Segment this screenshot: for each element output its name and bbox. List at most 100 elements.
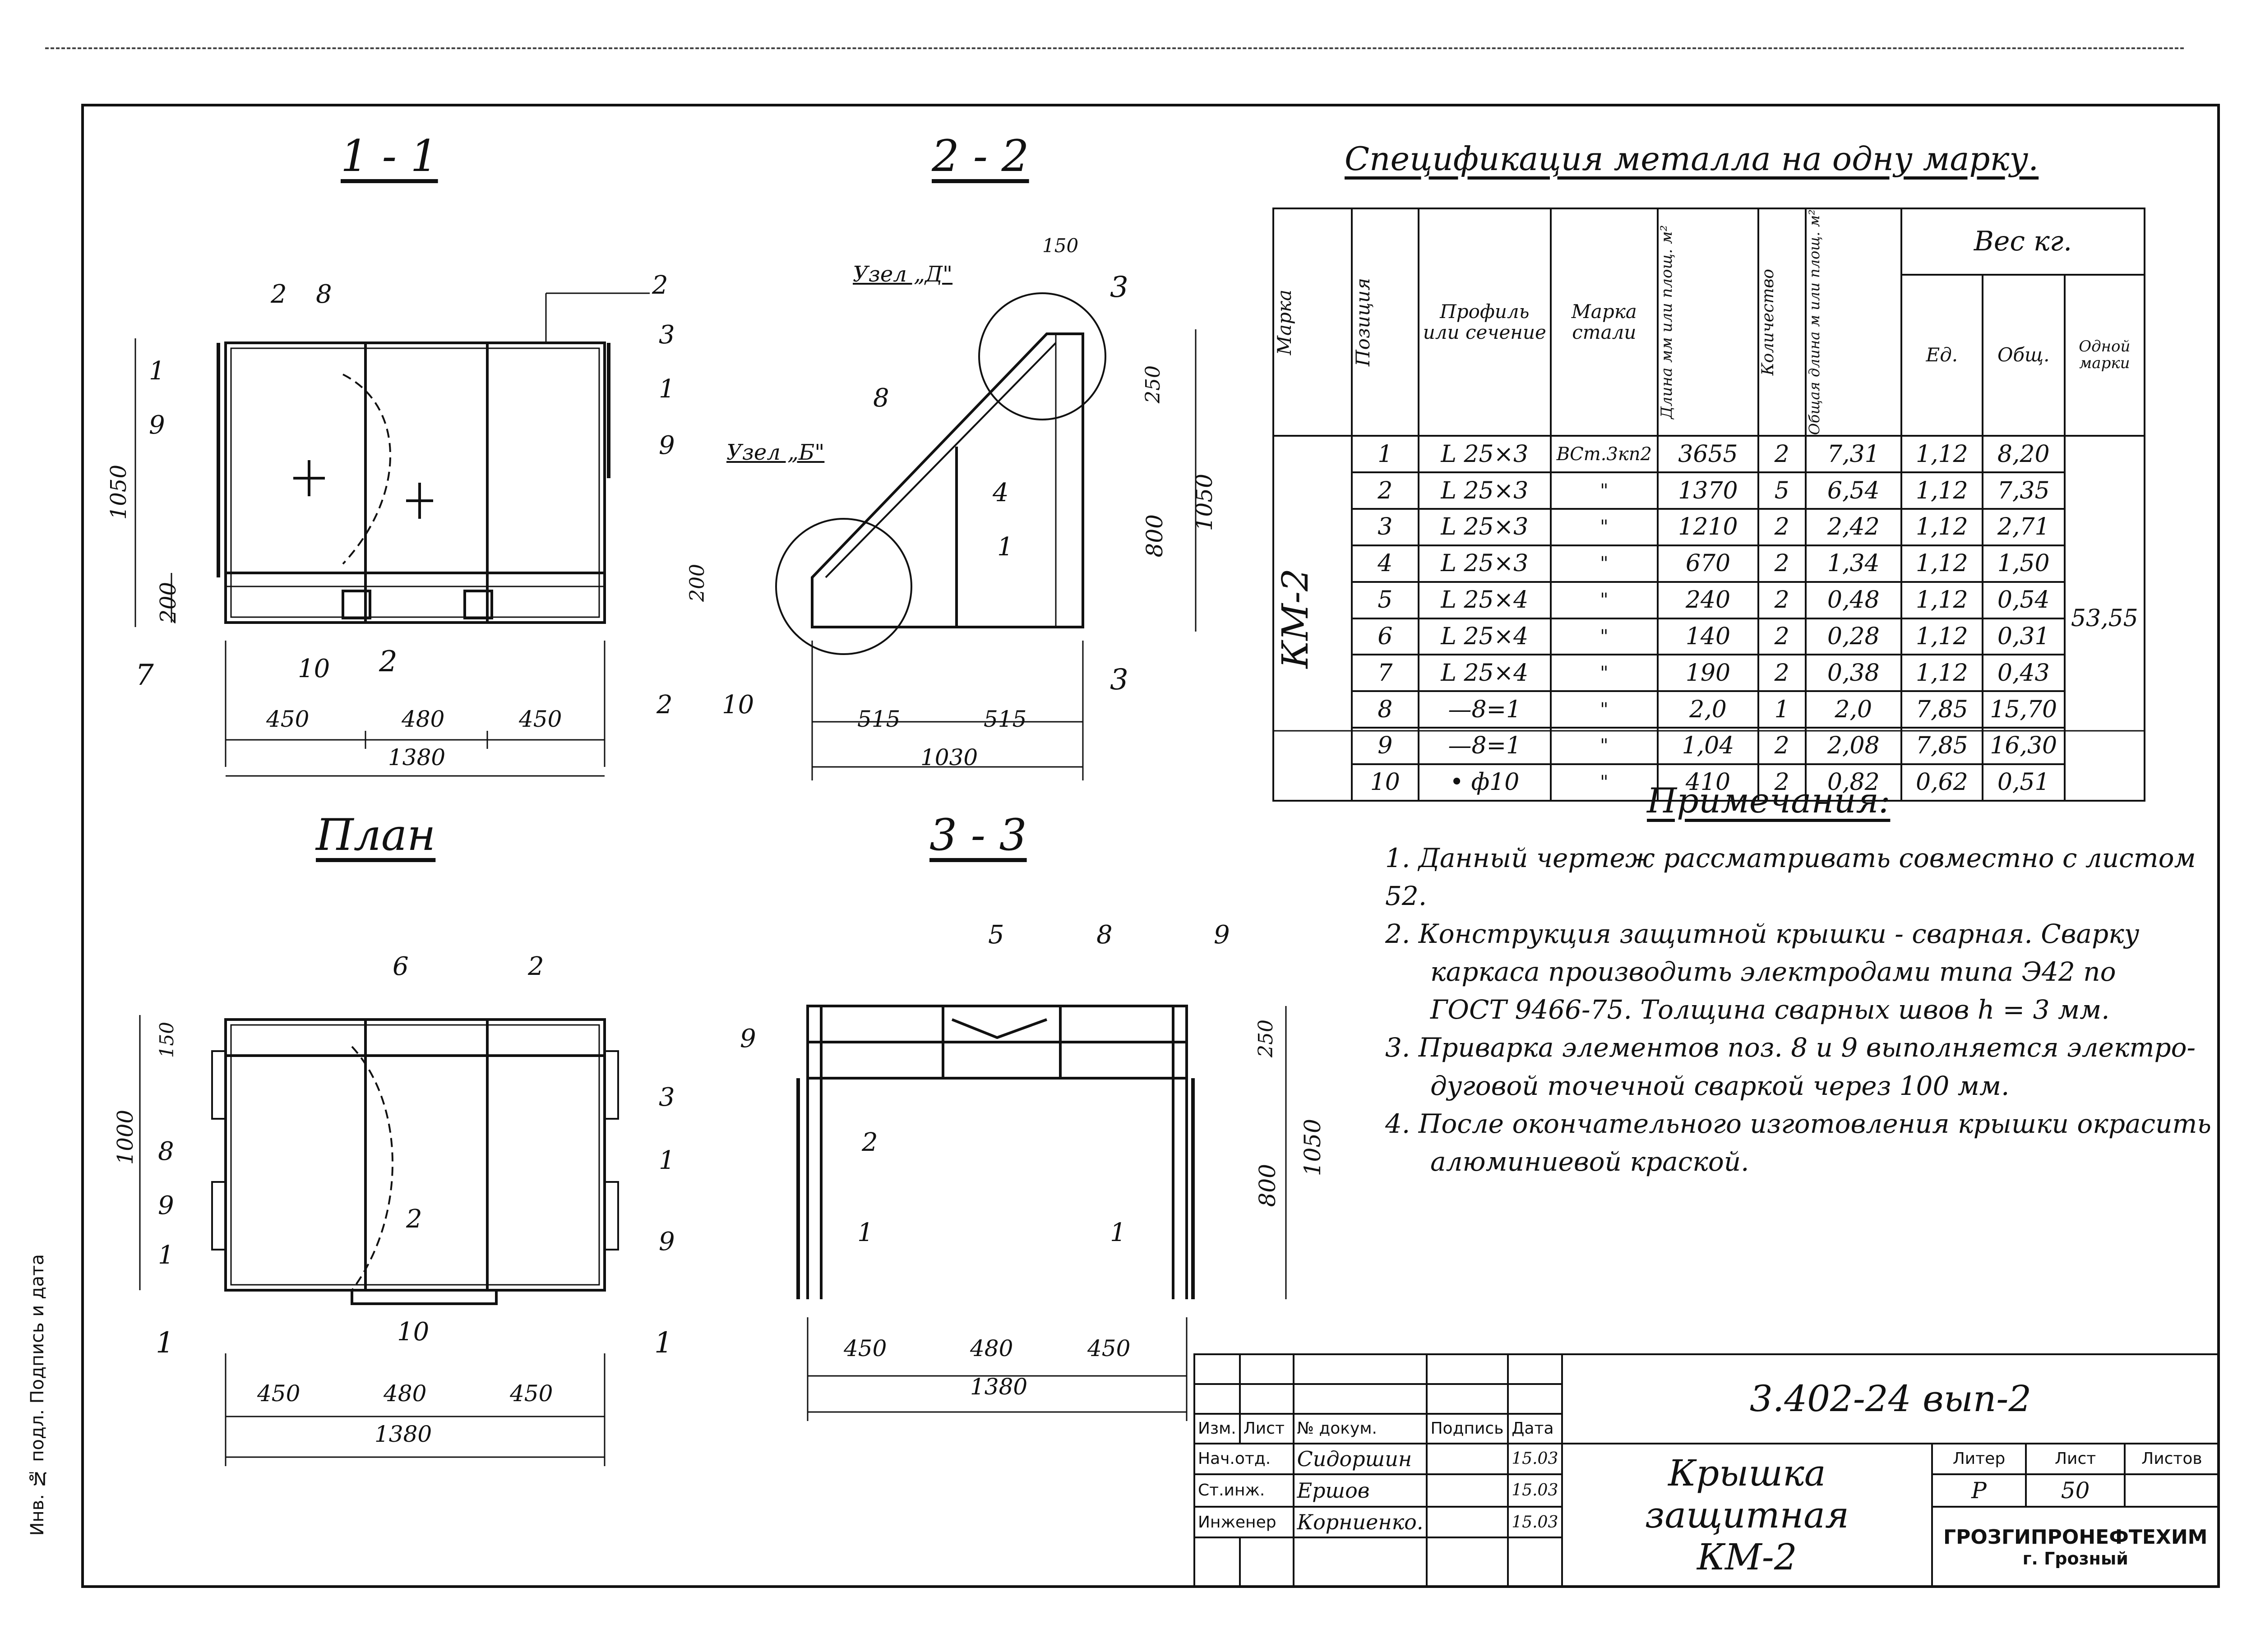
- position-mark: 9: [659, 431, 675, 460]
- spec-cell: 1,12: [1900, 435, 1983, 474]
- spec-cell: 8: [1350, 690, 1420, 729]
- position-mark: 2: [652, 271, 668, 300]
- spec-cell: 7,85: [1900, 727, 1983, 765]
- stamp-sheet-label: Лист: [2025, 1442, 2126, 1475]
- note-item: дуговой точечной сваркой через 100 мм.: [1430, 1070, 2010, 1101]
- dimension: 800: [1142, 514, 1168, 558]
- spec-cell: L 25×3: [1418, 544, 1552, 583]
- spec-cell: ": [1549, 581, 1659, 619]
- spec-header-total: Общ.: [1981, 273, 2066, 437]
- spec-cell: 5: [1757, 471, 1807, 510]
- dimension: 800: [1254, 1164, 1281, 1207]
- notes-list: 1. Данный чертеж рассматривать совместно…: [1385, 839, 2224, 1181]
- spec-cell: 2: [1350, 471, 1420, 510]
- position-mark: 8: [316, 280, 332, 309]
- spec-table: Марка Позиция Профиль или сечение Марка …: [1272, 207, 2146, 802]
- position-mark: 10: [397, 1317, 430, 1347]
- spec-cell: 2: [1757, 617, 1807, 656]
- spec-cell: 5: [1350, 581, 1420, 619]
- note-item: 3. Приварка элементов поз. 8 и 9 выполня…: [1385, 1032, 2196, 1063]
- spec-cell: 0,62: [1900, 763, 1983, 802]
- spec-cell: 2: [1757, 508, 1807, 546]
- note-item: каркаса производить электродами типа Э42…: [1430, 956, 2116, 988]
- position-mark: 9: [659, 1227, 675, 1256]
- spec-cell: 8,20: [1981, 435, 2066, 474]
- position-mark: 1: [1110, 1218, 1126, 1247]
- dimension: 1050: [1191, 474, 1217, 531]
- cut-mark: 1: [156, 1326, 174, 1360]
- spec-cell: • ф10: [1418, 763, 1552, 802]
- spec-cell: 3655: [1657, 435, 1759, 474]
- spec-cell: 190: [1657, 654, 1759, 692]
- doc-code: 3.402-24 вып-2: [1561, 1353, 2220, 1444]
- section-2-2-drawing: [775, 292, 1197, 780]
- note-item: 2. Конструкция защитной крышки - сварная…: [1385, 918, 2140, 950]
- stamp-sheets-label: Листов: [2123, 1442, 2220, 1475]
- dimension: 480: [384, 1380, 427, 1407]
- spec-cell: 1,12: [1900, 508, 1983, 546]
- stamp-date: 15.03: [1507, 1473, 1563, 1508]
- spec-cell: 10: [1350, 763, 1420, 802]
- spec-cell: 7,85: [1900, 690, 1983, 729]
- spec-cell: 1: [1350, 435, 1420, 474]
- dimension: 450: [257, 1380, 300, 1407]
- spec-cell: ": [1549, 654, 1659, 692]
- position-mark: 6: [393, 952, 409, 981]
- spec-cell: 6,54: [1804, 471, 1902, 510]
- stamp-date: 15.03: [1507, 1442, 1563, 1475]
- spec-cell: 1: [1757, 690, 1807, 729]
- spec-header-total-len: Общая длина м или площ. м²: [1805, 209, 1823, 435]
- position-mark: 1: [158, 1241, 174, 1270]
- stamp-org: ГРОЗГИПРОНЕФТЕХИМ г. Грозный: [1931, 1506, 2220, 1588]
- section-1-1-title: 1 - 1: [341, 131, 438, 181]
- dimension: 450: [510, 1380, 553, 1407]
- dimension: 480: [970, 1335, 1013, 1361]
- spec-cell: 1370: [1657, 471, 1759, 510]
- position-mark: 8: [1096, 920, 1113, 950]
- node-label: Узел „Д": [853, 262, 953, 287]
- dimension: 1050: [106, 465, 131, 520]
- spec-cell: 0,48: [1804, 581, 1902, 619]
- position-mark: 5: [988, 920, 1004, 950]
- spec-cell: L 25×4: [1418, 617, 1552, 656]
- stamp-sheet: 50: [2025, 1473, 2126, 1508]
- dimension: 515: [984, 706, 1027, 732]
- spec-cell: 2,71: [1981, 508, 2066, 546]
- stamp-col-sign: Подпись: [1426, 1412, 1509, 1444]
- spec-cell: ": [1549, 763, 1659, 802]
- stamp-org-city: г. Грозный: [2022, 1548, 2128, 1569]
- spec-cell: 240: [1657, 581, 1759, 619]
- spec-cell: 1,12: [1900, 654, 1983, 692]
- position-mark: 2: [406, 1204, 422, 1234]
- note-item: 1. Данный чертеж рассматривать совместно…: [1385, 843, 2196, 912]
- spec-cell: —8=1: [1418, 690, 1552, 729]
- stamp-date: 15.03: [1507, 1506, 1563, 1539]
- spec-cell: 2,42: [1804, 508, 1902, 546]
- spec-cell: 1,12: [1900, 581, 1983, 619]
- spec-cell: 7,35: [1981, 471, 2066, 510]
- cut-mark: 2: [379, 645, 398, 678]
- spec-title: Спецификация металла на одну марку.: [1345, 140, 2039, 178]
- spec-cell: 0,82: [1804, 763, 1902, 802]
- dimension: 250: [1254, 1020, 1277, 1057]
- position-mark: 9: [1214, 920, 1230, 950]
- spec-header-weight: Вес кг.: [1900, 208, 2146, 276]
- stamp-name: Сидоршин: [1292, 1442, 1428, 1475]
- spec-header-mark: Марка: [1273, 289, 1295, 355]
- spec-cell: 670: [1657, 544, 1759, 583]
- spec-header-steel: Марка стали: [1549, 207, 1659, 437]
- position-mark: 1: [997, 532, 1013, 562]
- section-3-3-drawing: [806, 1005, 1287, 1421]
- stamp-role: Ст.инж.: [1193, 1473, 1294, 1508]
- dimension: 150: [1042, 235, 1079, 257]
- spec-mark-weight: 53,55: [2063, 435, 2146, 802]
- dimension: 1380: [374, 1421, 432, 1447]
- dimension: 1380: [388, 744, 446, 771]
